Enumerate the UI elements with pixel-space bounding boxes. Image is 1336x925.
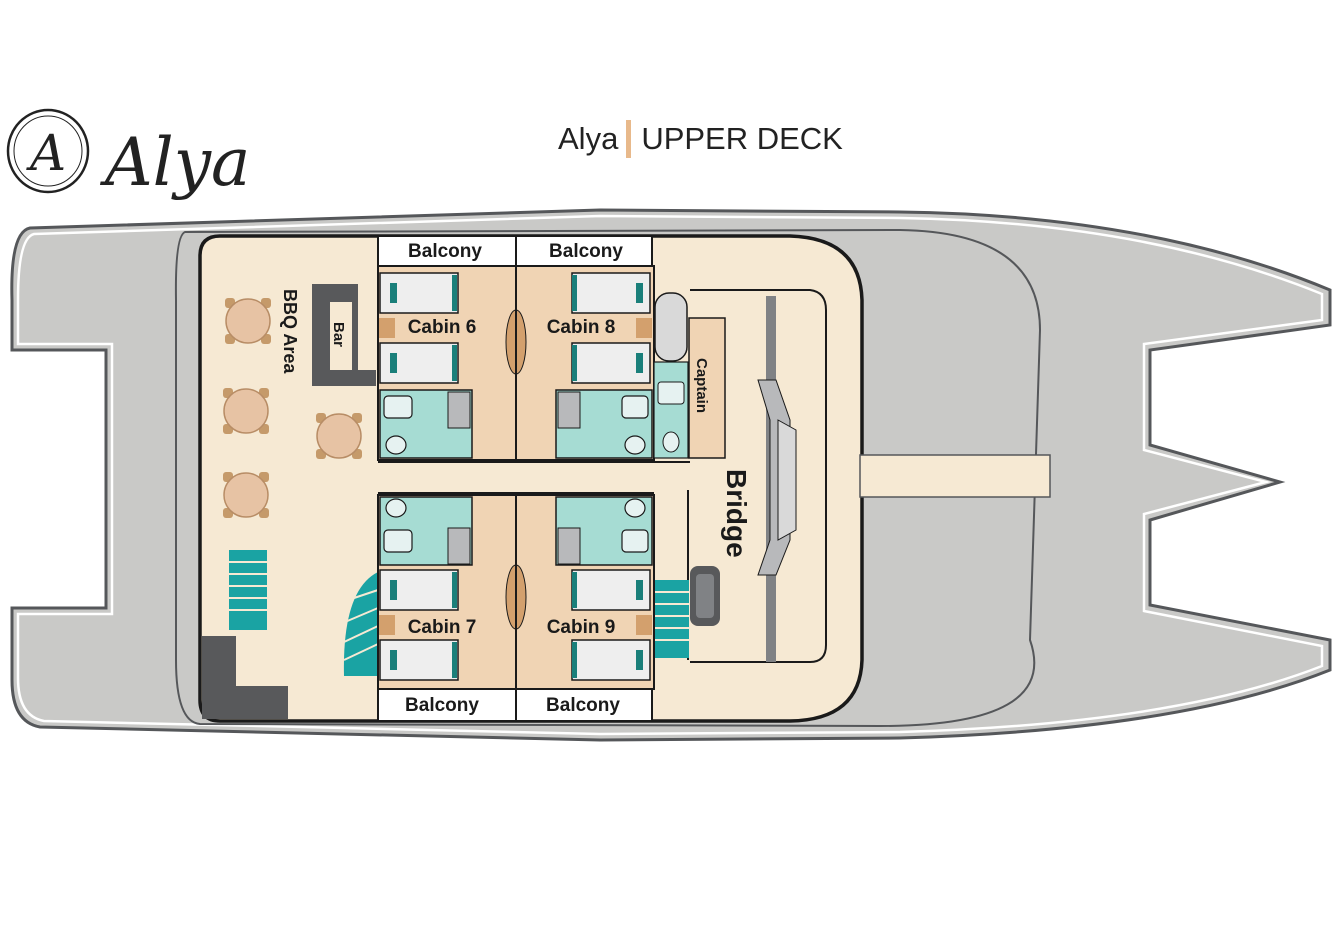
balcony-cabin7: [377, 688, 517, 722]
spiral-stairs: [343, 572, 378, 676]
table-2: [223, 388, 269, 434]
balcony-cabin8: [515, 235, 653, 267]
logo-inner-ring: [13, 115, 83, 187]
bridge-area: [687, 289, 827, 663]
alya-logo: A Alya: [6, 108, 250, 201]
bar-label: Bar: [330, 322, 347, 347]
stern-machinery: [202, 636, 288, 719]
bbq-tables: [223, 298, 362, 518]
deck-title: Alya UPPER DECK: [558, 120, 843, 158]
ship-name: Alya: [558, 121, 619, 156]
hull-deck-edge: [174, 228, 1042, 728]
bbq-area-label: BBQ Area: [280, 289, 300, 374]
captain-cabin: [653, 292, 726, 459]
balcony-cabin9-label: Balcony: [546, 695, 620, 716]
bridge-label: Bridge: [721, 469, 752, 558]
balcony-cabin8-label: Balcony: [549, 241, 623, 262]
logo-ring: [6, 108, 90, 194]
cabin9-label: Cabin 9: [547, 617, 616, 638]
captain-label: Captain: [693, 358, 710, 413]
cabin7-label: Cabin 7: [408, 617, 477, 638]
deck-name: UPPER DECK: [641, 121, 843, 156]
stairs-left: [229, 550, 267, 630]
title-separator: [626, 120, 632, 158]
hull-inner-line: [16, 214, 1324, 736]
cabin8-label: Cabin 8: [547, 317, 616, 338]
table-3: [223, 472, 269, 518]
balcony-cabin9: [515, 688, 653, 722]
balcony-cabin6: [377, 235, 517, 267]
corridor: [378, 461, 690, 494]
cabin6-label: Cabin 6: [408, 317, 477, 338]
bow-walkway: [859, 454, 1051, 498]
logo-wordmark: Alya: [99, 124, 250, 201]
table-4: [316, 413, 362, 459]
table-1: [225, 298, 271, 344]
stairs-right: [655, 580, 689, 658]
balcony-cabin6-label: Balcony: [408, 241, 482, 262]
balcony-cabin7-label: Balcony: [405, 695, 479, 716]
bar-inner: [330, 302, 352, 370]
logo-monogram: A: [26, 124, 66, 182]
